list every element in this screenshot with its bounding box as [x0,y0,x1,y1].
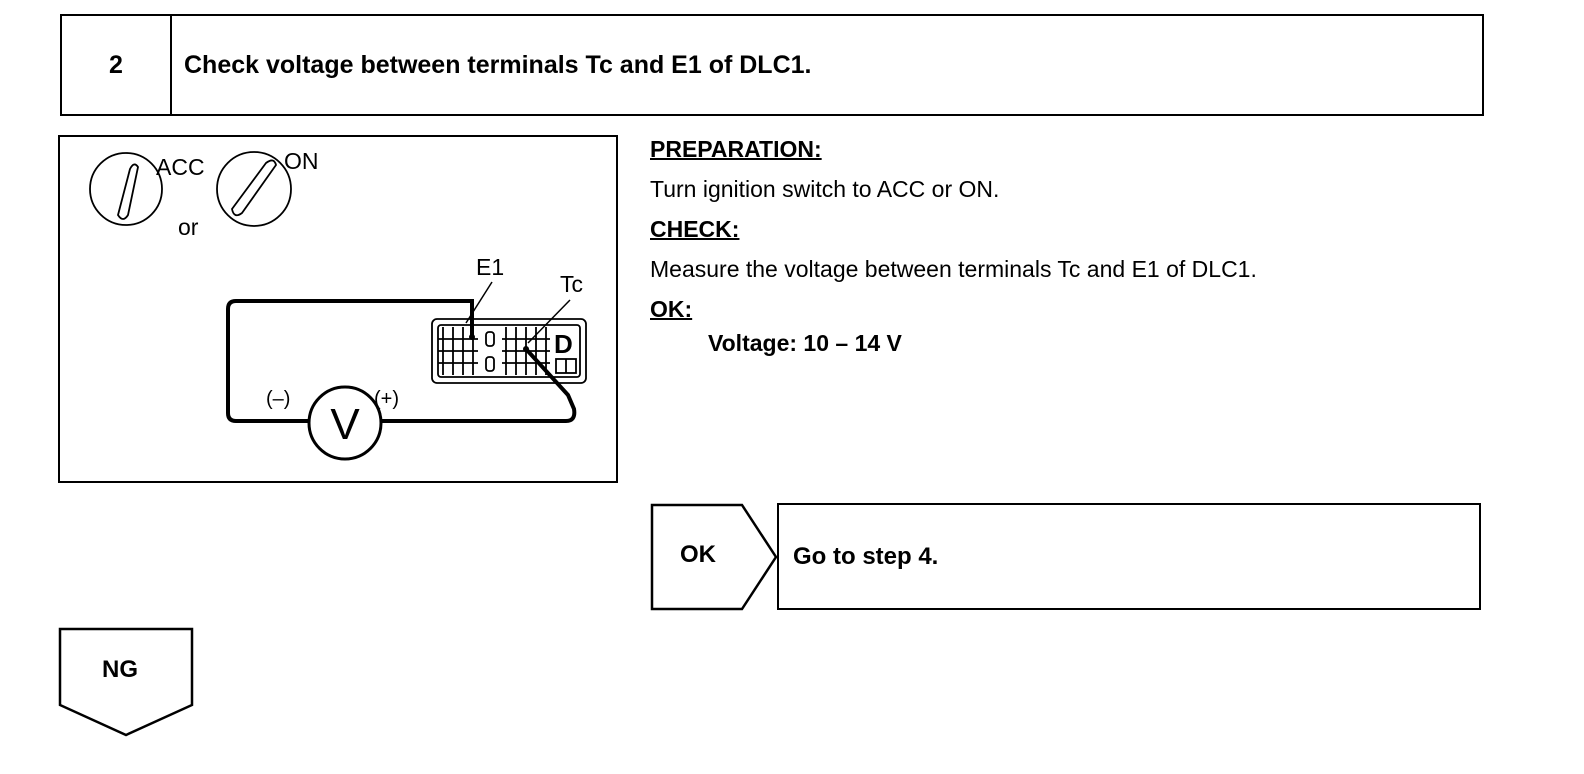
connector-letter: D [554,329,573,359]
ok-heading: OK: [650,296,693,322]
dlc1-connector-icon [431,318,587,384]
step-title: Check voltage between terminals Tc and E… [184,50,812,79]
or-label: or [178,214,199,240]
acc-label: ACC [156,154,205,180]
ignition-on-icon [216,151,292,227]
step-number: 2 [62,16,172,114]
e1-terminal-label: E1 [476,254,504,280]
tc-terminal-label: Tc [560,271,583,297]
positive-lead [382,347,577,423]
ignition-acc-icon [89,152,163,226]
preparation-heading: PREPARATION: [650,136,822,162]
voltmeter-icon [307,385,383,461]
check-text: Measure the voltage between terminals Tc… [650,256,1257,282]
check-heading: CHECK: [650,216,740,242]
ok-branch-label: OK [680,541,716,568]
ng-branch-label: NG [102,656,138,683]
on-label: ON [284,148,319,174]
negative-label: (–) [266,388,290,410]
step-header: 2 Check voltage between terminals Tc and… [60,14,1484,116]
voltmeter-label: V [330,400,360,449]
spec-text: Voltage: 10 – 14 V [708,330,902,356]
positive-label: (+) [374,388,399,410]
preparation-text: Turn ignition switch to ACC or ON. [650,176,1000,202]
voltmeter-diagram: ACC ON or E1 Tc [89,148,587,461]
ok-result-text: Go to step 4. [793,542,939,570]
ng-arrow-icon [58,627,194,737]
ok-result-box: Go to step 4. [777,503,1481,610]
negative-lead [226,299,474,423]
wiring-illustration: ACC ON or E1 Tc [58,135,618,483]
ok-arrow-icon [650,503,778,611]
